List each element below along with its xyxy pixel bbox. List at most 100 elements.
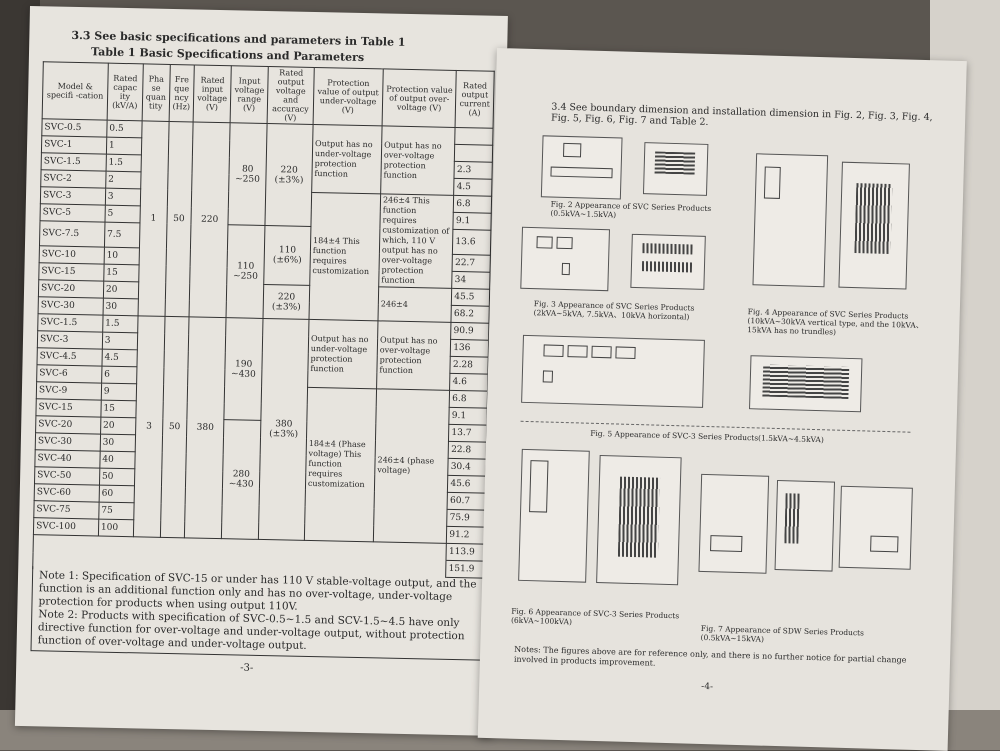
page-number-right: -4- (701, 681, 714, 693)
cell-capacity: 15 (100, 400, 137, 418)
cell-prot-under: 184±4 This function requires customizati… (308, 192, 381, 321)
cell-model: SVC-50 (34, 466, 100, 486)
cell-capacity: 100 (98, 519, 134, 537)
figure-notes: Notes: The figures above are for referen… (513, 644, 907, 668)
meter-2 (567, 345, 588, 358)
cell-capacity: 15 (103, 264, 139, 282)
note-2: Note 2: Products with specification of S… (37, 608, 465, 652)
cell-prot-over: Output has no over-voltage protection fu… (380, 125, 456, 196)
meter-column (529, 460, 549, 513)
cell-current: 45.5 (451, 288, 490, 307)
cell-prot-under: Output has no under-voltage protection f… (307, 319, 378, 389)
vent-grille (762, 364, 850, 399)
separator-line (520, 420, 911, 433)
cell-current: 4.5 (453, 178, 492, 197)
fig4-side-drawing (838, 161, 910, 290)
cell-model: SVC-30 (38, 296, 104, 316)
fig4-front-drawing (752, 153, 829, 288)
vent-bottom (641, 261, 693, 273)
display-panel (562, 142, 582, 158)
fig7-top-drawing (838, 485, 913, 570)
fig3-caption: Fig. 3 Appearance of SVC Series Products… (533, 299, 695, 322)
cell-current: 13.6 (452, 229, 491, 256)
cell-model: SVC-75 (33, 500, 99, 520)
cell-capacity: 4.5 (101, 349, 138, 367)
fig5-front-drawing (521, 334, 705, 408)
fig3-front-drawing (520, 226, 610, 292)
fig6-caption: Fig. 6 Appearance of SVC-3 Series Produc… (510, 606, 680, 627)
cell-model: SVC-3 (37, 330, 103, 350)
meter-column (763, 166, 781, 199)
cell-model: SVC-9 (36, 381, 102, 401)
meter-1 (543, 344, 564, 357)
cell-model: SVC-100 (33, 517, 99, 537)
meter-left (536, 236, 553, 249)
fig3-side-drawing (630, 233, 706, 290)
cell-current: 13.7 (448, 424, 487, 443)
cell-input-range: 80 ~250 (227, 122, 268, 226)
fig7-side-drawing (774, 479, 836, 572)
switch (561, 262, 571, 276)
vent-grille (654, 151, 696, 175)
header-phase: Pha se quan tity (142, 63, 170, 122)
cell-model: SVC-60 (34, 483, 100, 503)
cell-current: 75.9 (447, 509, 486, 528)
cell-capacity: 75 (98, 502, 135, 520)
power-switch (542, 370, 554, 383)
cell-capacity: 1.5 (105, 154, 142, 172)
cell-rated-output: 220 (±3%) (263, 284, 310, 320)
vent-slot (784, 493, 800, 544)
cell-current: 22.7 (452, 254, 491, 273)
cell-current: 91.2 (446, 526, 485, 545)
header-prot-over: Protection value of output over-voltage … (382, 68, 457, 128)
cell-phase: 1 (137, 120, 169, 317)
cell-rated-output: 220 (±3%) (265, 123, 313, 227)
cell-model: SVC-3 (40, 186, 106, 206)
cell-model: SVC-15 (38, 262, 104, 282)
cell-input-range: 190 ~430 (223, 317, 264, 421)
cell-model: SVC-20 (38, 279, 104, 299)
cell-capacity: 6 (101, 366, 137, 384)
fig2-side-drawing (642, 142, 709, 196)
cell-model: SVC-7.5 (39, 220, 105, 248)
header-rated-output: Rated output voltage and accuracy (V) (267, 66, 315, 125)
control-strip (550, 166, 613, 179)
cell-current: 113.9 (446, 543, 485, 562)
cell-current: 4.6 (449, 373, 488, 392)
cell-capacity: 10 (103, 247, 140, 265)
header-model: Model & specifi -cation (42, 61, 109, 121)
header-frequency: Fre que ncy (Hz) (168, 64, 195, 122)
cell-model: SVC-5 (40, 203, 106, 223)
fig2-caption: Fig. 2 Appearance of SVC Series Products… (550, 199, 712, 220)
dimension-intro: 3.4 See boundary dimension and installat… (550, 101, 933, 128)
header-input-range: Input voltage range (V) (230, 65, 269, 124)
cell-model: SVC-20 (35, 415, 101, 435)
cell-capacity: 3 (105, 188, 141, 206)
cell-capacity: 9 (101, 383, 137, 401)
cell-rated-output: 380 (±3%) (258, 318, 309, 541)
cell-current: 2.28 (450, 356, 489, 375)
right-page: 3.4 See boundary dimension and installat… (477, 48, 967, 751)
cell-capacity: 2 (105, 171, 141, 189)
cell-prot-under: Output has no under-voltage protection f… (311, 124, 383, 194)
cell-model: SVC-2 (40, 169, 106, 189)
meter-4 (615, 346, 636, 359)
fig5-caption: Fig. 5 Appearance of SVC-3 Series Produc… (590, 428, 824, 445)
cell-model: SVC-6 (36, 364, 102, 384)
fig5-side-drawing (749, 355, 863, 413)
cell-current: 68.2 (451, 305, 490, 324)
vent-top (642, 243, 693, 255)
cell-prot-over: 246±4 (377, 286, 452, 323)
table-notes: Note 1: Specification of SVC-15 or under… (30, 566, 485, 661)
cell-prot-over: Output has no over-voltage protection fu… (376, 320, 452, 391)
cell-current: 22.8 (448, 441, 487, 460)
cell-model: SVC-1 (41, 135, 107, 155)
cell-rated-output: 110 (±6%) (263, 225, 311, 286)
cell-input-range: 110 ~250 (226, 224, 266, 319)
vent-panel (854, 183, 893, 255)
cell-capacity: 1.5 (102, 315, 138, 333)
cell-current: 90.9 (450, 322, 489, 341)
vent-panel (617, 476, 661, 558)
cell-capacity: 20 (103, 281, 139, 299)
cell-current: 60.7 (447, 492, 486, 511)
